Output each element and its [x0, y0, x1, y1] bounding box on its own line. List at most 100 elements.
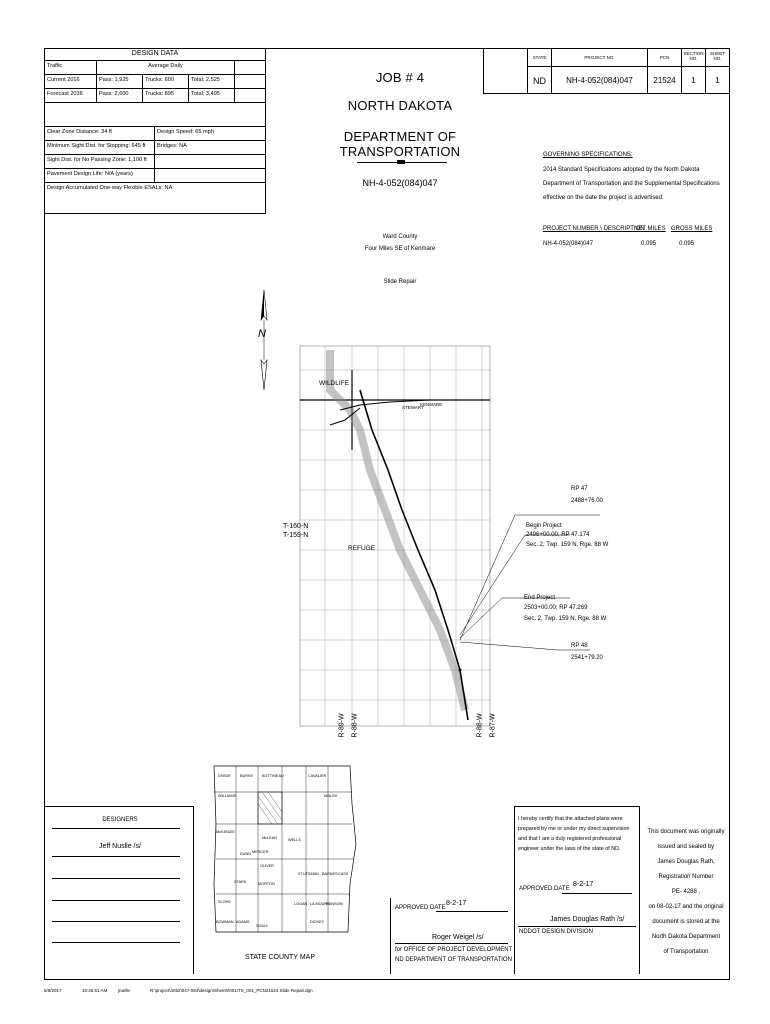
end-project-section: Sec. 2, Twp. 159 N, Rge. 88 W	[524, 616, 607, 622]
current-trucks: Trucks: 600	[143, 75, 189, 89]
signer-rule	[395, 943, 508, 944]
specs-heading: GOVERNING SPECIFICATIONS:	[543, 152, 633, 158]
seal-line-3: James Douglas Rath,	[657, 859, 715, 865]
traffic-label: Traffic	[45, 61, 97, 75]
seal-line-1: This document was originally	[647, 829, 725, 835]
range-88b: R-88-W	[476, 713, 484, 738]
seal-line-8: North Dakota Department	[651, 934, 721, 940]
approved-date: 8-2-17	[446, 900, 467, 907]
col-net-miles: NET MILES	[634, 226, 666, 232]
department-name: DEPARTMENT OF TRANSPORTATION	[339, 129, 461, 159]
end-project-station: 2503+00.00; RP 47.269	[524, 605, 588, 611]
rp48-label: RP 48	[571, 643, 588, 649]
designer-line-2	[52, 878, 180, 879]
designers-title: DESIGNERS	[102, 817, 138, 823]
cert-line-1: I hereby certify that the attached plans…	[518, 816, 623, 822]
county-mercer: MERCER	[252, 850, 269, 854]
sheet-value: 1	[715, 76, 720, 85]
state-county-map	[213, 765, 357, 933]
county-burke: BURKE	[240, 774, 254, 778]
approval-signer: Roger Weigel /s/	[432, 934, 484, 941]
stewart-label: STEWART	[402, 405, 424, 410]
divider-mark	[397, 160, 405, 164]
county-mckenzie: McKENZIE	[216, 830, 235, 834]
state-county-map-title: STATE COUNTY MAP	[244, 954, 315, 961]
project-description: Slide Repair	[383, 279, 417, 285]
specs-line-2: Department of Transportation and the Sup…	[543, 181, 720, 187]
design-speed: Design Speed: 65 mph	[155, 127, 265, 141]
cert-line-2: prepared by me or under my direct superv…	[518, 826, 630, 832]
north-label: N	[258, 328, 266, 340]
approved-date-rule	[436, 911, 508, 912]
row-gross-miles: 0.095	[679, 241, 695, 247]
current-pass: Pass: 1,925	[97, 75, 143, 89]
wildlife-label: WILDLIFE	[319, 380, 349, 387]
county-cavalier: CAVALIER	[308, 774, 327, 778]
forecast-trucks: Trucks: 895	[143, 89, 189, 103]
location: Four Miles SE of Kenmare	[364, 246, 436, 252]
county-bowman: BOWMAN	[216, 920, 234, 924]
designer-name: Jeff Nuslle /s/	[99, 843, 141, 850]
no-passing-sight: Sight Dist. for No Passing Zone: 1,100 f…	[45, 155, 155, 169]
end-project-label: End Project	[524, 595, 556, 601]
current-year: Current 2016	[45, 75, 97, 89]
seal-line-4: Registration Number	[658, 874, 714, 880]
range-87: R-87-W	[489, 713, 497, 738]
county-walsh: WALSH	[324, 794, 338, 798]
blank-row	[45, 103, 265, 127]
min-sight-dist: Minimum Sight Dist. for Stopping: 645 ft	[45, 141, 155, 155]
forecast-pass: Pass: 2,600	[97, 89, 143, 103]
county-labels: DIVIDE BURKE BOTTINEAU CAVALIER WILLIAMS…	[212, 768, 358, 934]
bridges: Bridges: NA	[155, 141, 265, 155]
blank-cell	[155, 169, 265, 183]
row-project-number: NH-4-052(084)047	[543, 241, 594, 247]
seal-line-6: on 08-02-17 and the original	[648, 904, 724, 910]
county-barnes: BARNES	[322, 872, 338, 876]
county-oliver: OLIVER	[260, 864, 274, 868]
blank-cell	[484, 49, 528, 93]
footer-date: 8/8/2017	[44, 988, 62, 993]
township-159: T-159-N	[283, 532, 309, 539]
county-ransom: RANSOM	[326, 902, 343, 906]
footer-path: R:\project\4052\047-084\design\Sheets\00…	[150, 988, 313, 993]
pavement-life: Pavement Design Life: N/A (years)	[45, 169, 155, 183]
kenmare-label: KENMARE	[420, 402, 443, 407]
designer-line-3	[52, 900, 180, 901]
county-dickey: DICKEY	[310, 920, 325, 924]
pcn-value: 21524	[648, 67, 682, 93]
county: Ward County	[382, 234, 418, 240]
current-total: Total: 2,525	[189, 75, 235, 89]
county-williams: WILLIAMS	[218, 794, 237, 798]
seal-line-9: of Transportation	[663, 949, 709, 955]
county-stutsman: STUTSMAN	[298, 872, 319, 876]
section-value: 1	[682, 67, 706, 93]
header-project-no: PROJECT NO.	[552, 49, 648, 67]
job-number: JOB # 4	[375, 70, 425, 85]
blank-cell	[235, 89, 265, 103]
county-morton: MORTON	[258, 882, 275, 886]
engineer-name: James Douglas Rath /s/	[550, 916, 625, 923]
header-sheet: SHEET NO.	[706, 49, 729, 67]
county-bottineau: BOTTINEAU	[262, 774, 284, 778]
row-net-miles: 0.095	[641, 241, 657, 247]
certification-panel	[514, 806, 640, 974]
rp48-station: 2541+79.20	[571, 655, 603, 661]
begin-project-label: Begin Project	[526, 523, 562, 529]
designer-line-5	[52, 942, 180, 943]
state-value: ND	[528, 67, 552, 93]
designers-title-rule	[52, 828, 180, 829]
clear-zone: Clear Zone Distance: 34 ft	[45, 127, 155, 141]
project-no-value: NH-4-052(084)047	[552, 67, 648, 93]
begin-project-section: Sec. 2, Twp. 159 N, Rge. 88 W	[526, 542, 609, 548]
for-office: for OFFICE OF PROJECT DEVELOPMENT	[395, 947, 513, 953]
county-divide: DIVIDE	[218, 774, 231, 778]
col-gross-miles: GROSS MILES	[671, 226, 713, 232]
footer-time: 10:45:51 AM	[82, 988, 108, 993]
seal-line-7: document is stored at the	[652, 919, 720, 925]
col-project-description: PROJECT NUMBER \ DESCRIPTION	[543, 226, 645, 232]
design-data-table: DESIGN DATA Traffic Average Daily Curren…	[44, 48, 266, 214]
cert-approved-date: 8-2-17	[573, 881, 594, 888]
range-88: R-88-W	[351, 713, 359, 738]
county-wells: WELLS	[288, 838, 301, 842]
cert-approved-label: APPROVED DATE	[519, 886, 570, 892]
